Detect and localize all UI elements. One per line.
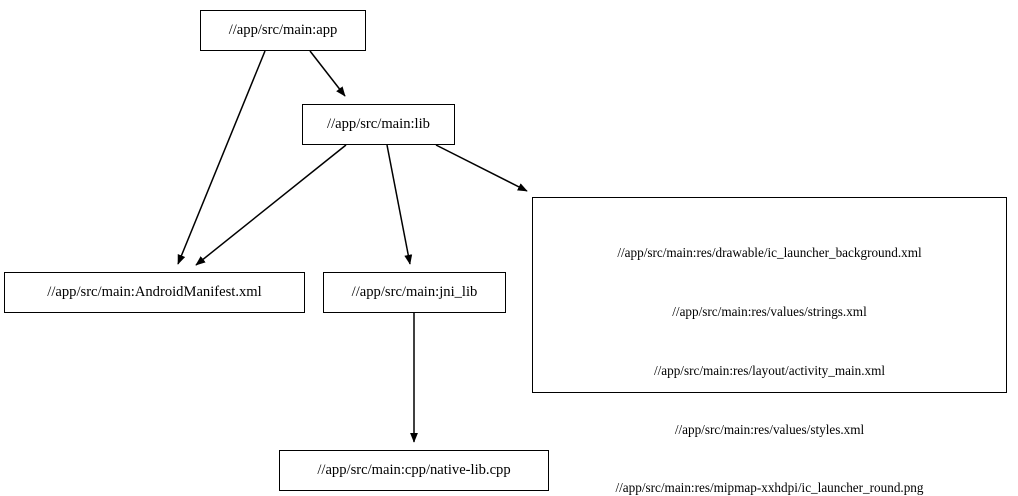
node-android-manifest[interactable]: //app/src/main:AndroidManifest.xml [4, 272, 305, 313]
node-lib[interactable]: //app/src/main:lib [302, 104, 455, 145]
node-jni-lib[interactable]: //app/src/main:jni_lib [323, 272, 506, 313]
edge-lib-to-manifest [195, 144, 347, 266]
node-resources-line: //app/src/main:res/values/styles.xml [674, 421, 865, 437]
node-android-manifest-label: //app/src/main:AndroidManifest.xml [47, 284, 262, 301]
node-resources-line: //app/src/main:res/mipmap-xxhdpi/ic_laun… [615, 480, 924, 496]
edge-app-to-manifest [177, 50, 266, 265]
node-native-lib-cpp-label: //app/src/main:cpp/native-lib.cpp [317, 462, 511, 479]
node-resources-line: //app/src/main:res/layout/activity_main.… [653, 362, 886, 378]
node-lib-label: //app/src/main:lib [327, 116, 430, 133]
edge-app-to-lib [309, 50, 346, 97]
edge-lib-to-resources [435, 144, 528, 192]
node-resources[interactable]: //app/src/main:res/drawable/ic_launcher_… [532, 197, 1007, 495]
node-app[interactable]: //app/src/main:app [200, 10, 366, 51]
node-resources-line: //app/src/main:res/values/strings.xml [672, 303, 867, 319]
node-app-label: //app/src/main:app [228, 22, 338, 39]
node-native-lib-cpp[interactable]: //app/src/main:cpp/native-lib.cpp [279, 450, 549, 491]
node-resources-line: //app/src/main:res/drawable/ic_launcher_… [617, 245, 922, 261]
node-jni-lib-label: //app/src/main:jni_lib [351, 284, 478, 301]
edge-lib-to-jni-lib [386, 144, 413, 265]
